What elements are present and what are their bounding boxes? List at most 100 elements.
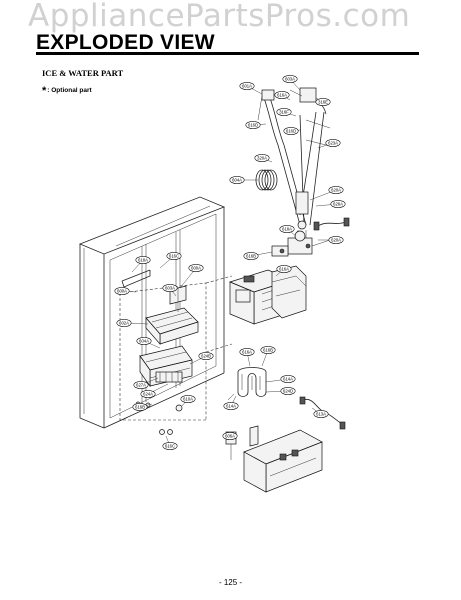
callout-code: 623A [328, 141, 338, 146]
callout-618a: 618A [279, 225, 297, 237]
callout-code: 613A [316, 412, 326, 417]
callout-604a: 604A [136, 337, 161, 349]
callout-626a: 626A [315, 200, 346, 208]
callout-bubble [239, 348, 255, 356]
callout-624b: 624B [189, 352, 214, 365]
callout-624a: 624A [140, 383, 169, 398]
callout-bubble [116, 319, 132, 327]
callout-code: 624A [143, 392, 153, 397]
callout-bubble [239, 82, 255, 90]
section-title: ICE & WATER PART [42, 68, 124, 78]
callout-code: 627A [136, 383, 146, 388]
callout-620a: 620A [318, 236, 344, 244]
callout-bubble [136, 337, 152, 345]
callout-code: 616C [165, 444, 175, 449]
callout-code: 600A [191, 266, 201, 271]
title-rule [36, 52, 419, 55]
callout-600a: 600A [179, 264, 204, 289]
callout-616d: 616D [245, 121, 267, 129]
site-watermark: AppliancePartsPros.com [28, 0, 411, 34]
callout-code: 614A [226, 404, 236, 409]
callout-bubble [222, 432, 238, 440]
optional-star-symbol: * [42, 85, 47, 97]
callout-code: 616B [246, 254, 256, 259]
callout-code: 624D [283, 389, 293, 394]
callout-code: 616A [279, 267, 289, 272]
callout-623a: 623A [317, 139, 341, 149]
page-number: - 125 - [218, 578, 243, 587]
callout-316e: 316E [315, 97, 331, 106]
callout-bubble [280, 375, 296, 383]
callout-616c: 616C [159, 252, 182, 269]
callout-bubble [135, 256, 151, 264]
callout-bubble [279, 225, 295, 233]
callout-code: 624B [201, 354, 211, 359]
callout-613a: 613A [311, 407, 329, 418]
wire-harness-top [313, 217, 350, 231]
callout-code: 601A [242, 84, 252, 89]
callout-code: 616B [263, 348, 273, 353]
callout-code: 616D [248, 123, 258, 128]
callout-bubble [166, 252, 182, 260]
callout-602a: 602A [116, 319, 149, 327]
callout-bubble [276, 108, 292, 116]
callout-code: 604A [232, 178, 242, 183]
callout-bubble [328, 236, 344, 244]
callout-bubble [315, 98, 331, 106]
callout-320a: 320A [254, 154, 273, 163]
callout-code: 603A [165, 286, 175, 291]
callout-616a: 616A [275, 265, 292, 277]
water-valve [271, 230, 331, 257]
callout-code: 626A [333, 202, 343, 207]
callout-614a: 614A [265, 375, 296, 383]
ice-ejector [155, 371, 183, 383]
callout-614a: 614A [223, 395, 239, 410]
callout-bubble [283, 127, 299, 135]
callout-code: 614A [283, 377, 293, 382]
callout-code: 616A [277, 93, 287, 98]
callout-code: 320A [257, 156, 267, 161]
callout-code: 316F [279, 110, 289, 115]
callout-code: 616A [242, 350, 252, 355]
optional-note-text: : Optional part [47, 87, 92, 94]
tube-coil [255, 169, 278, 191]
callout-601a: 601A [239, 82, 263, 95]
callout-627a: 627A [133, 377, 159, 389]
callout-604a: 604A [229, 176, 258, 184]
control-box [243, 429, 323, 493]
callout-bubble [162, 284, 178, 292]
callout-616c: 616C [162, 435, 178, 450]
callout-600a: 600A [114, 287, 137, 295]
callout-code: 620A [331, 188, 341, 193]
callout-layer: 601A603A616A316E316F616D616D623A320A620A… [114, 75, 346, 450]
callout-code: 603A [285, 77, 295, 82]
callout-616b: 616B [132, 403, 153, 411]
callout-603a: 603A [282, 75, 301, 91]
callout-code: 616C [169, 254, 179, 259]
callout-bubble [243, 252, 259, 260]
callout-bubble [280, 387, 296, 395]
callout-bubble [162, 442, 178, 450]
ice-tray-assembly [145, 307, 199, 345]
callout-code: 316E [318, 100, 328, 105]
callout-bubble [330, 200, 346, 208]
page-title: EXPLODED VIEW [36, 31, 215, 54]
callout-bubble [245, 121, 261, 129]
callout-610a: 610A [180, 395, 196, 407]
callout-code: 616B [135, 405, 145, 410]
callout-bubble [188, 264, 204, 272]
callout-616a: 616A [239, 348, 255, 367]
callout-bubble [133, 381, 149, 389]
heater-loop [227, 367, 267, 401]
callout-603a: 603A [162, 284, 178, 297]
callout-code: 620A [331, 238, 341, 243]
callout-code: 600A [117, 289, 127, 294]
callout-bubble [132, 403, 148, 411]
optional-part-note: *: Optional part [42, 85, 92, 97]
callout-bubble [276, 265, 292, 273]
fill-funnel [121, 269, 187, 312]
callout-616a: 616A [274, 91, 291, 101]
callout-bubble [254, 154, 270, 162]
callout-code: 602A [119, 321, 129, 326]
